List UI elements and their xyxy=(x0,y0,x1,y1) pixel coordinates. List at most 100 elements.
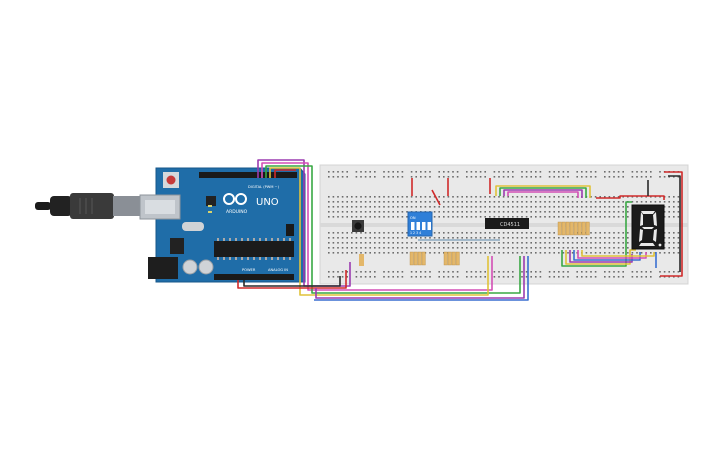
breadboard-hole[interactable] xyxy=(608,171,611,173)
breadboard-hole[interactable] xyxy=(576,276,578,278)
breadboard-hole[interactable] xyxy=(447,196,450,198)
breadboard-hole[interactable] xyxy=(525,201,528,203)
breadboard-hole[interactable] xyxy=(466,247,468,249)
breadboard-hole[interactable] xyxy=(452,201,454,203)
breadboard-hole[interactable] xyxy=(346,206,348,208)
breadboard-hole[interactable] xyxy=(567,252,569,254)
breadboard-hole[interactable] xyxy=(406,206,408,208)
breadboard-hole[interactable] xyxy=(608,232,611,234)
breadboard-hole[interactable] xyxy=(512,201,514,203)
breadboard-hole[interactable] xyxy=(369,201,371,203)
breadboard-hole[interactable] xyxy=(636,201,638,203)
breadboard-hole[interactable] xyxy=(443,252,445,254)
breadboard-hole[interactable] xyxy=(489,206,491,208)
breadboard-hole[interactable] xyxy=(512,216,514,218)
breadboard-hole[interactable] xyxy=(530,216,532,218)
breadboard-hole[interactable] xyxy=(470,252,473,254)
breadboard-hole[interactable] xyxy=(567,176,569,178)
breadboard-hole[interactable] xyxy=(475,237,477,239)
breadboard-hole[interactable] xyxy=(604,211,606,213)
dip-switch[interactable]: ON 1 2 3 4 xyxy=(407,211,433,237)
breadboard-hole[interactable] xyxy=(585,201,588,203)
breadboard-hole[interactable] xyxy=(521,216,523,218)
breadboard-hole[interactable] xyxy=(581,206,583,208)
resistor[interactable] xyxy=(585,221,590,236)
breadboard-hole[interactable] xyxy=(507,271,509,273)
breadboard-hole[interactable] xyxy=(544,232,546,234)
breadboard-hole[interactable] xyxy=(328,232,330,234)
breadboard-hole[interactable] xyxy=(567,206,569,208)
breadboard-hole[interactable] xyxy=(604,252,606,254)
breadboard-hole[interactable] xyxy=(535,237,537,239)
breadboard-hole[interactable] xyxy=(470,206,473,208)
breadboard-hole[interactable] xyxy=(424,237,427,239)
breadboard-hole[interactable] xyxy=(493,276,496,278)
breadboard-hole[interactable] xyxy=(498,196,500,198)
breadboard-hole[interactable] xyxy=(521,271,523,273)
dip-switch-toggle[interactable] xyxy=(416,222,421,230)
breadboard-hole[interactable] xyxy=(640,176,643,178)
breadboard-hole[interactable] xyxy=(507,276,509,278)
breadboard-hole[interactable] xyxy=(410,196,413,198)
breadboard-hole[interactable] xyxy=(525,176,528,178)
breadboard-hole[interactable] xyxy=(369,211,371,213)
breadboard-hole[interactable] xyxy=(604,242,606,244)
breadboard-hole[interactable] xyxy=(461,232,463,234)
breadboard-hole[interactable] xyxy=(410,242,413,244)
breadboard-hole[interactable] xyxy=(443,232,445,234)
breadboard-hole[interactable] xyxy=(351,252,353,254)
breadboard-hole[interactable] xyxy=(585,271,588,273)
breadboard-hole[interactable] xyxy=(438,171,440,173)
breadboard-hole[interactable] xyxy=(507,176,509,178)
breadboard-hole[interactable] xyxy=(475,252,477,254)
breadboard-hole[interactable] xyxy=(456,201,459,203)
breadboard-hole[interactable] xyxy=(535,276,537,278)
breadboard-hole[interactable] xyxy=(608,247,611,249)
breadboard-hole[interactable] xyxy=(369,271,371,273)
breadboard-hole[interactable] xyxy=(613,242,615,244)
breadboard-hole[interactable] xyxy=(613,206,615,208)
breadboard-hole[interactable] xyxy=(567,171,569,173)
breadboard-hole[interactable] xyxy=(484,206,486,208)
breadboard-hole[interactable] xyxy=(585,216,588,218)
breadboard-hole[interactable] xyxy=(663,252,666,254)
breadboard-hole[interactable] xyxy=(567,201,569,203)
dip-switch-toggle[interactable] xyxy=(427,222,432,230)
breadboard-hole[interactable] xyxy=(539,211,542,213)
breadboard-hole[interactable] xyxy=(351,211,353,213)
breadboard-hole[interactable] xyxy=(581,237,583,239)
resistor-group[interactable] xyxy=(409,221,590,266)
breadboard-hole[interactable] xyxy=(360,232,362,234)
breadboard-hole[interactable] xyxy=(539,206,542,208)
breadboard-hole[interactable] xyxy=(516,201,519,203)
breadboard-hole[interactable] xyxy=(558,176,560,178)
breadboard-hole[interactable] xyxy=(415,196,417,198)
wire-purple[interactable] xyxy=(315,256,525,299)
breadboard-hole[interactable] xyxy=(341,211,344,213)
breadboard-hole[interactable] xyxy=(516,206,519,208)
breadboard-hole[interactable] xyxy=(507,196,509,198)
breadboard-hole[interactable] xyxy=(617,206,620,208)
breadboard-hole[interactable] xyxy=(498,271,500,273)
breadboard-hole[interactable] xyxy=(535,252,537,254)
breadboard-hole[interactable] xyxy=(548,232,551,234)
breadboard-hole[interactable] xyxy=(677,216,680,218)
breadboard-hole[interactable] xyxy=(613,216,615,218)
breadboard-hole[interactable] xyxy=(677,242,680,244)
breadboard-hole[interactable] xyxy=(328,242,330,244)
breadboard-hole[interactable] xyxy=(548,242,551,244)
breadboard-hole[interactable] xyxy=(332,216,335,218)
breadboard-hole[interactable] xyxy=(585,237,588,239)
breadboard-hole[interactable] xyxy=(410,237,413,239)
breadboard-hole[interactable] xyxy=(328,237,330,239)
breadboard-hole[interactable] xyxy=(328,206,330,208)
breadboard-hole[interactable] xyxy=(484,247,486,249)
breadboard-hole[interactable] xyxy=(539,247,542,249)
breadboard-hole[interactable] xyxy=(360,211,362,213)
breadboard-hole[interactable] xyxy=(484,171,486,173)
breadboard-hole[interactable] xyxy=(401,276,404,278)
breadboard-hole[interactable] xyxy=(456,276,459,278)
breadboard-hole[interactable] xyxy=(351,247,353,249)
breadboard-hole[interactable] xyxy=(512,276,514,278)
breadboard-hole[interactable] xyxy=(521,211,523,213)
